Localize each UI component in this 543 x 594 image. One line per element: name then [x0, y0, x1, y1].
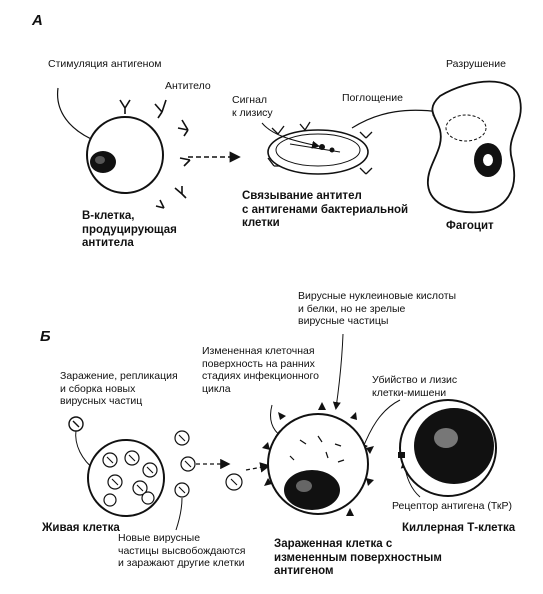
stimulation-arrow [56, 87, 101, 144]
infection-label: Заражение, репликация и сборка новых вир… [60, 370, 178, 407]
uptake-arrow [351, 106, 443, 129]
infected-cell-label: Зараженная клетка с измененным поверхнос… [274, 538, 442, 577]
binding-label: Связывание антител с антигенами бактериа… [242, 190, 409, 229]
altered-surface-label: Измененная клеточная поверхность на ранн… [202, 345, 319, 395]
viral-nucleic-label: Вирусные нуклеиновые кислоты и белки, но… [298, 290, 457, 327]
signal-arrow [261, 122, 320, 149]
bacterial-cell [267, 121, 373, 175]
phagocyte [427, 80, 522, 214]
new-particles-label: Новые вирусные частицы высвобождаются и … [118, 532, 246, 569]
killer-t-label: Киллерная Т-клетка [402, 522, 516, 534]
phagocyte-label: Фагоцит [446, 220, 494, 232]
uptake-label: Поглощение [342, 92, 403, 104]
living-cell [87, 439, 165, 517]
killing-leader [360, 399, 401, 452]
killer-t-cell [398, 399, 497, 497]
viral-nucleic-leader [332, 333, 344, 410]
b-cell [86, 116, 164, 194]
antibody-label: Антитело [165, 80, 211, 92]
signal-label: Сигнал к лизису [232, 94, 273, 119]
panel-a-letter: А [32, 12, 43, 29]
destruction-label: Разрушение [446, 58, 506, 70]
living-cell-label: Живая клетка [42, 522, 120, 534]
antibody-icons [119, 99, 191, 209]
panel-b-letter: Б [40, 328, 51, 345]
killing-label: Убийство и лизис клетки-мишени [372, 374, 458, 399]
virus-particle-icon [68, 416, 84, 432]
b-cell-label: В-клетка, продуцирующая антитела [82, 210, 177, 249]
stimulation-label: Стимуляция антигеном [48, 58, 162, 70]
receptor-label: Рецептор антигена (ТкР) [392, 500, 512, 512]
arrow-virus-2 [245, 462, 271, 473]
new-particles-leader [175, 497, 183, 531]
infected-cell [262, 402, 374, 516]
